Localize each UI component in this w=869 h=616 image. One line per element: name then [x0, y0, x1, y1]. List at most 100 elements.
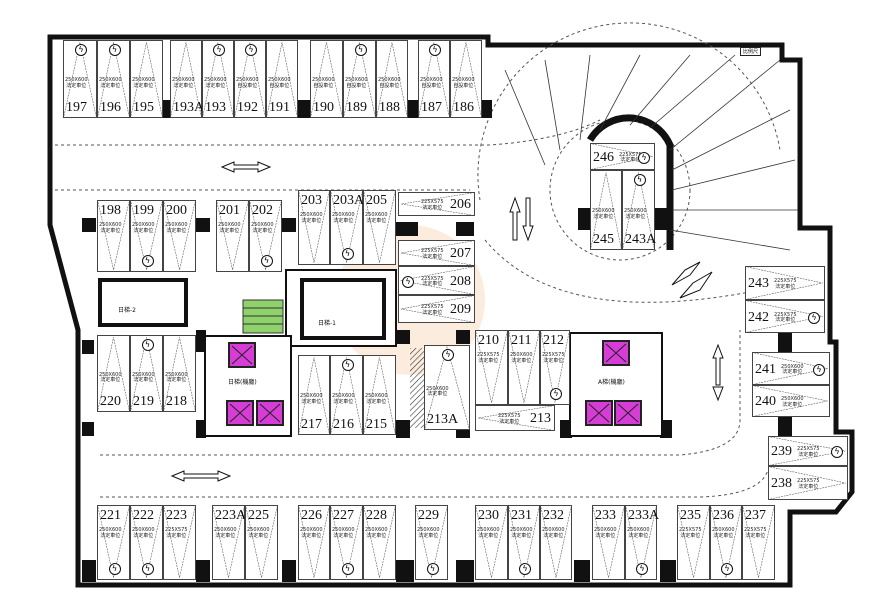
stall-guide-lines — [747, 267, 823, 299]
stall-guide-lines — [770, 467, 846, 499]
space-type: 法定車位 — [422, 309, 443, 316]
stall-guide-lines — [541, 332, 569, 403]
space-number: 186 — [453, 100, 474, 115]
space-number: 229 — [418, 508, 439, 523]
space-type: 法定車位 — [745, 532, 766, 539]
space-number: 203 — [301, 193, 322, 208]
space-number: 191 — [269, 100, 290, 115]
ev-charger-icon: ϟ — [831, 446, 843, 458]
space-size: 225X575 — [421, 248, 444, 254]
stall-guide-lines — [331, 357, 362, 433]
stall-guide-lines — [164, 202, 195, 270]
stall-guide-lines — [476, 507, 507, 578]
space-number: 188 — [379, 100, 400, 115]
space-type: 法定車位 — [215, 532, 236, 539]
stair-2-label: 日梯-2 — [118, 307, 136, 314]
space-number: 222 — [133, 508, 154, 523]
space-number: 219 — [133, 394, 154, 409]
space-size: 250X600 — [332, 393, 355, 400]
stall-guide-lines — [131, 202, 162, 270]
ramp-inner-circle — [549, 119, 691, 261]
stall-guide-lines — [364, 192, 395, 263]
space-size: 225X575 — [421, 304, 444, 310]
stair-1-label: 日梯-1 — [318, 320, 336, 327]
space-type: 法定車位 — [219, 227, 240, 234]
space-size: 225X575 — [774, 278, 797, 284]
space-size: 250X600 — [312, 77, 335, 84]
space-type: 法定車位 — [478, 357, 499, 364]
stall-guide-lines — [451, 42, 481, 116]
space-type: 法定車位 — [333, 398, 354, 405]
